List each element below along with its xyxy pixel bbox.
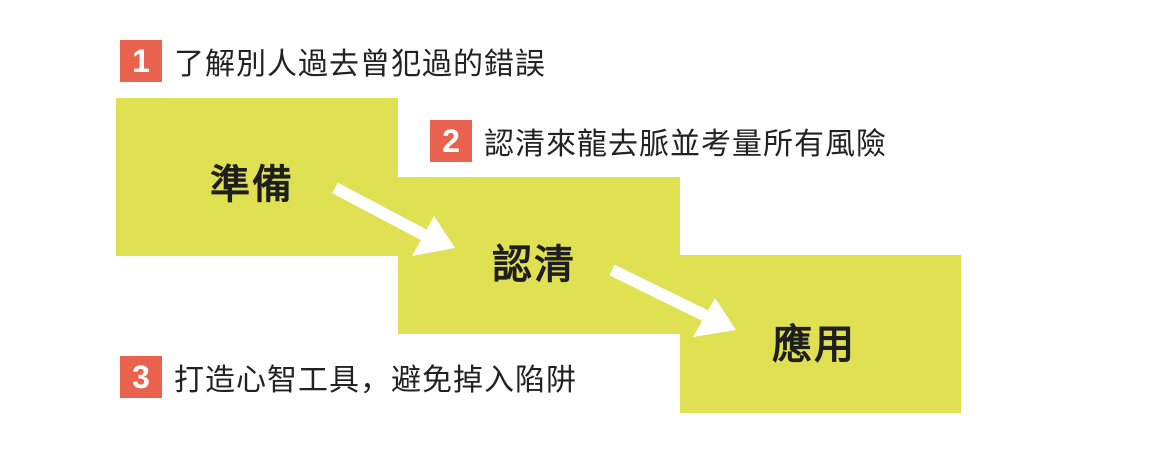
step-block-recognize [398,177,680,334]
note-number-badge: 1 [120,40,162,82]
arrow-recognize-to-apply [609,264,736,337]
step-block-prepare [116,98,398,256]
note-2: 2 認清來龍去脈並考量所有風險 [430,119,887,163]
note-1: 1 了解別人過去曾犯過的錯誤 [120,39,546,83]
arrow-prepare-to-recognize [332,182,455,256]
step-label-apply: 應用 [772,322,856,368]
note-text: 打造心智工具，避免掉入陷阱 [174,363,577,398]
note-number-badge: 2 [430,120,472,162]
step-label-recognize: 認清 [492,242,576,288]
step-label-prepare: 準備 [210,162,294,208]
note-3: 3 打造心智工具，避免掉入陷阱 [120,355,577,399]
note-text: 認清來龍去脈並考量所有風險 [484,127,887,162]
note-number-badge: 3 [120,356,162,398]
note-text: 了解別人過去曾犯過的錯誤 [174,47,546,82]
step-block-apply [680,255,961,413]
